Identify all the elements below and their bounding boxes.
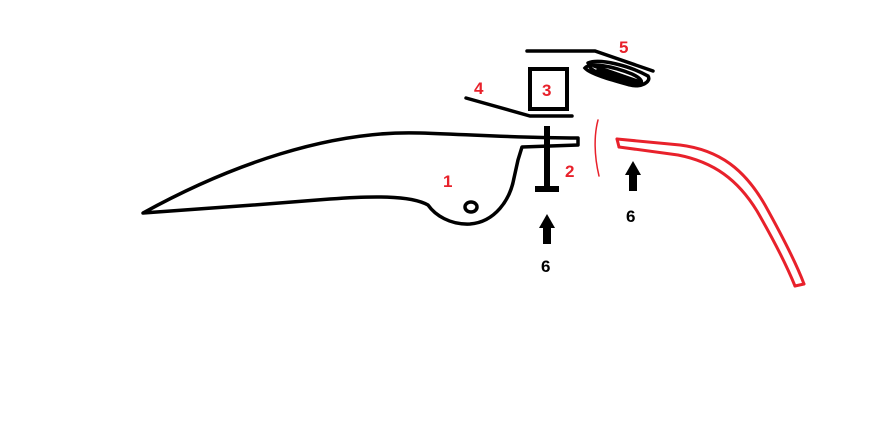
plunger-foot <box>535 186 559 192</box>
lever-body <box>141 131 580 226</box>
arrow-right-shaft <box>629 173 637 191</box>
top-bar <box>525 49 655 73</box>
slanted-arm <box>464 96 574 118</box>
gap-mark-left <box>594 119 600 177</box>
square-block <box>528 67 569 111</box>
lever-pivot-hole <box>463 200 479 214</box>
label-arrow-right: 6 <box>626 207 635 226</box>
lever-outline <box>141 131 580 226</box>
label-part-5: 5 <box>619 38 628 57</box>
spring-arm-tip-right <box>793 282 806 288</box>
label-part-2: 2 <box>565 162 574 181</box>
force-arrow-left <box>539 214 555 244</box>
label-part-4: 4 <box>474 79 484 98</box>
plunger-stem <box>544 126 550 189</box>
force-arrow-right <box>625 161 641 191</box>
spring-arm-inner <box>617 145 797 288</box>
arrow-right-head <box>625 161 641 175</box>
spring-arm-outer <box>615 137 806 286</box>
arrow-left-head <box>539 214 555 228</box>
red-spring-arm <box>615 137 806 288</box>
gap-marks <box>594 119 600 177</box>
top-bar-with-coil <box>525 49 655 88</box>
label-arrow-left: 6 <box>541 257 550 276</box>
spring-arm-tip-left <box>615 137 621 149</box>
label-part-3: 3 <box>542 81 551 100</box>
coil-scribble <box>582 59 651 88</box>
label-part-1: 1 <box>443 172 452 191</box>
arrow-left-shaft <box>543 226 551 244</box>
plunger <box>535 126 559 192</box>
